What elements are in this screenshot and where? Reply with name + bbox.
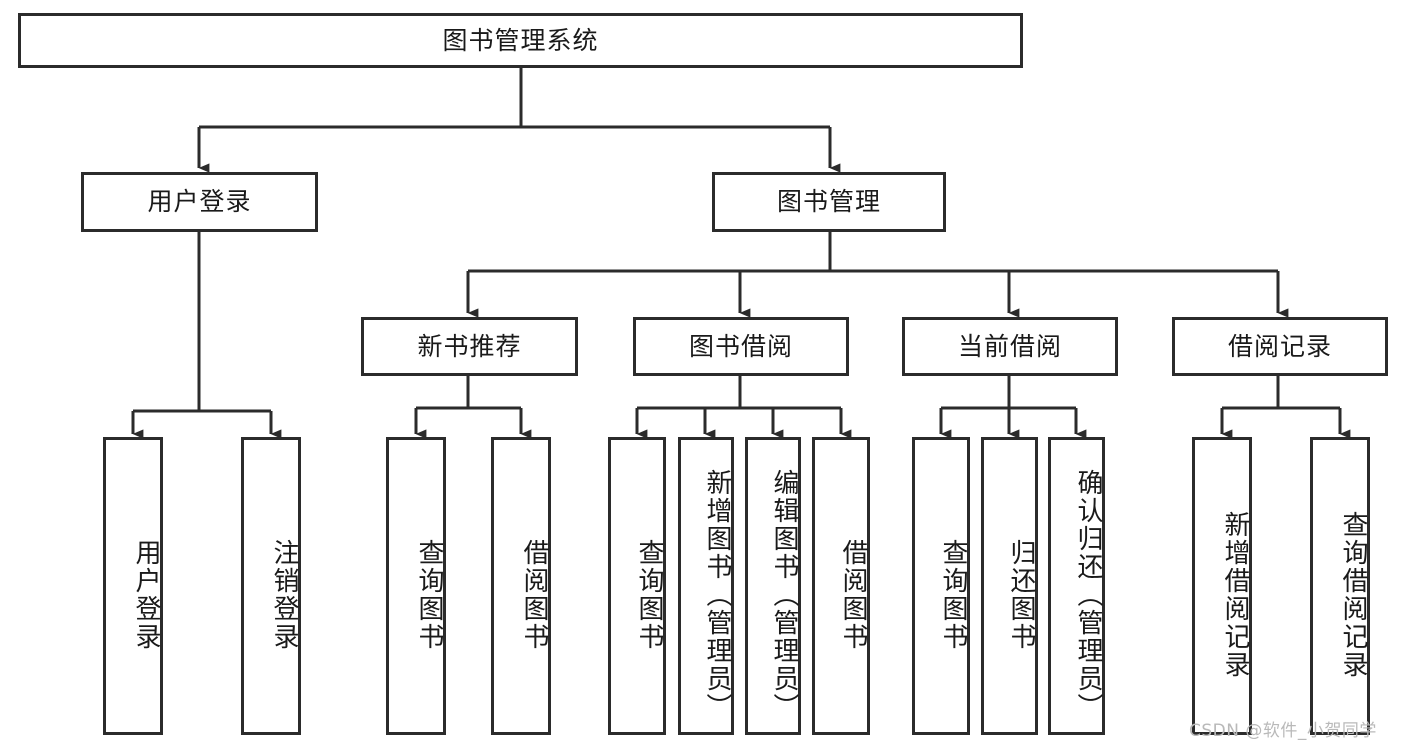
leaf-query-book-current[interactable]: 查询图书 xyxy=(912,437,970,735)
leaf-label: 编辑图书（管理员） xyxy=(769,469,799,721)
leaf-label: 确认归还（管理员） xyxy=(1073,469,1103,721)
leaf-label: 借阅图书 xyxy=(519,539,549,651)
leaf-label: 新增借阅记录 xyxy=(1220,511,1250,679)
leaf-label: 查询图书 xyxy=(634,539,664,651)
leaf-label: 查询借阅记录 xyxy=(1338,511,1368,679)
leaf-query-book-borrow[interactable]: 查询图书 xyxy=(608,437,666,735)
node-borrow-record[interactable]: 借阅记录 xyxy=(1172,317,1388,376)
node-user-login[interactable]: 用户登录 xyxy=(81,172,318,232)
leaf-query-book-newbook[interactable]: 查询图书 xyxy=(386,437,446,735)
leaf-label: 新增图书（管理员） xyxy=(702,469,732,721)
leaf-borrow-book-newbook[interactable]: 借阅图书 xyxy=(491,437,551,735)
leaf-borrow-book[interactable]: 借阅图书 xyxy=(812,437,870,735)
node-current-borrow[interactable]: 当前借阅 xyxy=(902,317,1118,376)
leaf-user-login[interactable]: 用户登录 xyxy=(103,437,163,735)
leaf-confirm-return-admin[interactable]: 确认归还（管理员） xyxy=(1048,437,1105,735)
leaf-return-book[interactable]: 归还图书 xyxy=(981,437,1038,735)
leaf-query-borrow-record[interactable]: 查询借阅记录 xyxy=(1310,437,1370,735)
leaf-label: 归还图书 xyxy=(1006,539,1036,651)
node-book-borrow[interactable]: 图书借阅 xyxy=(633,317,849,376)
leaf-label: 查询图书 xyxy=(938,539,968,651)
leaf-logout-login[interactable]: 注销登录 xyxy=(241,437,301,735)
csdn-watermark: CSDN @软件_小贺同学 xyxy=(1189,721,1377,741)
leaf-label: 查询图书 xyxy=(414,539,444,651)
node-new-book-recommend[interactable]: 新书推荐 xyxy=(361,317,578,376)
leaf-label: 注销登录 xyxy=(269,539,299,651)
leaf-label: 借阅图书 xyxy=(838,539,868,651)
node-book-management[interactable]: 图书管理 xyxy=(712,172,946,232)
leaf-add-book-admin[interactable]: 新增图书（管理员） xyxy=(678,437,734,735)
node-root-system[interactable]: 图书管理系统 xyxy=(18,13,1023,68)
leaf-label: 用户登录 xyxy=(131,539,161,651)
leaf-add-borrow-record[interactable]: 新增借阅记录 xyxy=(1192,437,1252,735)
leaf-edit-book-admin[interactable]: 编辑图书（管理员） xyxy=(745,437,801,735)
